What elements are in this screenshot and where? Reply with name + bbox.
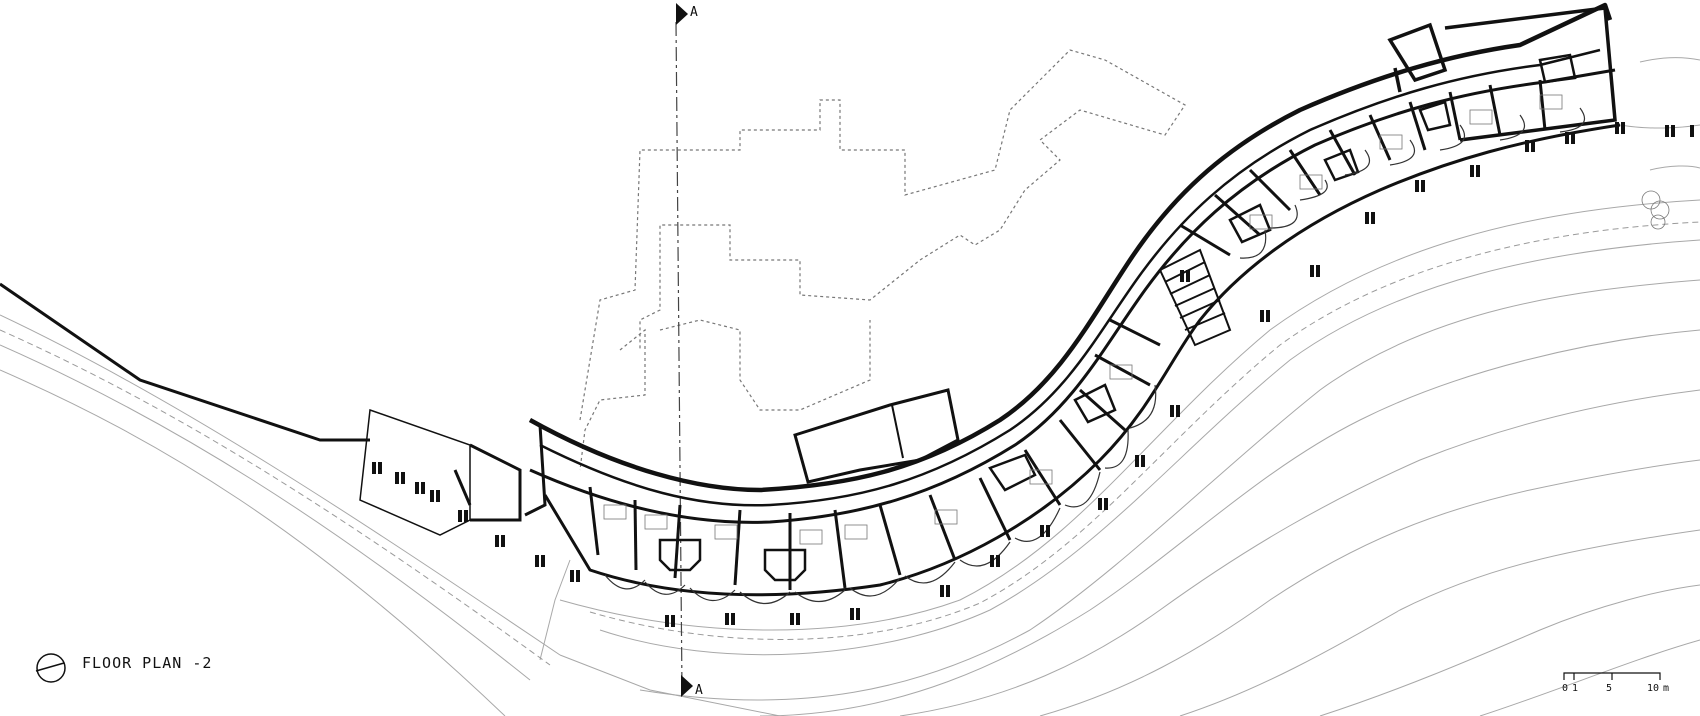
- north-arrow-icon: [35, 653, 66, 683]
- bathroom-pods: [658, 53, 1577, 582]
- west-block: [359, 408, 547, 536]
- scale-label-5: 5: [1606, 683, 1613, 694]
- scale-label-1: 1: [1572, 683, 1579, 694]
- central-stair: [1158, 248, 1232, 347]
- plan-title: FLOOR PLAN -2: [82, 654, 213, 672]
- balcony-arcs: [604, 107, 1585, 605]
- scale-unit: m: [1663, 683, 1670, 694]
- scale-label-0: 0: [1562, 683, 1569, 694]
- outdoor-loungers: [372, 122, 1694, 627]
- section-label-top: A: [690, 5, 698, 20]
- building-walls: [528, 2, 1621, 597]
- section-label-bottom: A: [695, 683, 703, 698]
- section-line-a: [675, 21, 683, 691]
- middle-block: [793, 388, 960, 484]
- east-stair-block: [1387, 6, 1617, 142]
- scale-bar: [1563, 672, 1661, 680]
- scale-label-10: 10: [1647, 683, 1660, 694]
- terrain-dashed: [0, 221, 1700, 666]
- retaining-wall: [0, 282, 370, 442]
- room-partitions: [588, 79, 1547, 590]
- section-arrow-icon: [681, 675, 693, 697]
- existing-footprint-dotted: [579, 49, 1186, 471]
- furniture: [603, 94, 1670, 545]
- section-arrow-icon: [676, 3, 688, 25]
- terrain-contours: [0, 57, 1700, 716]
